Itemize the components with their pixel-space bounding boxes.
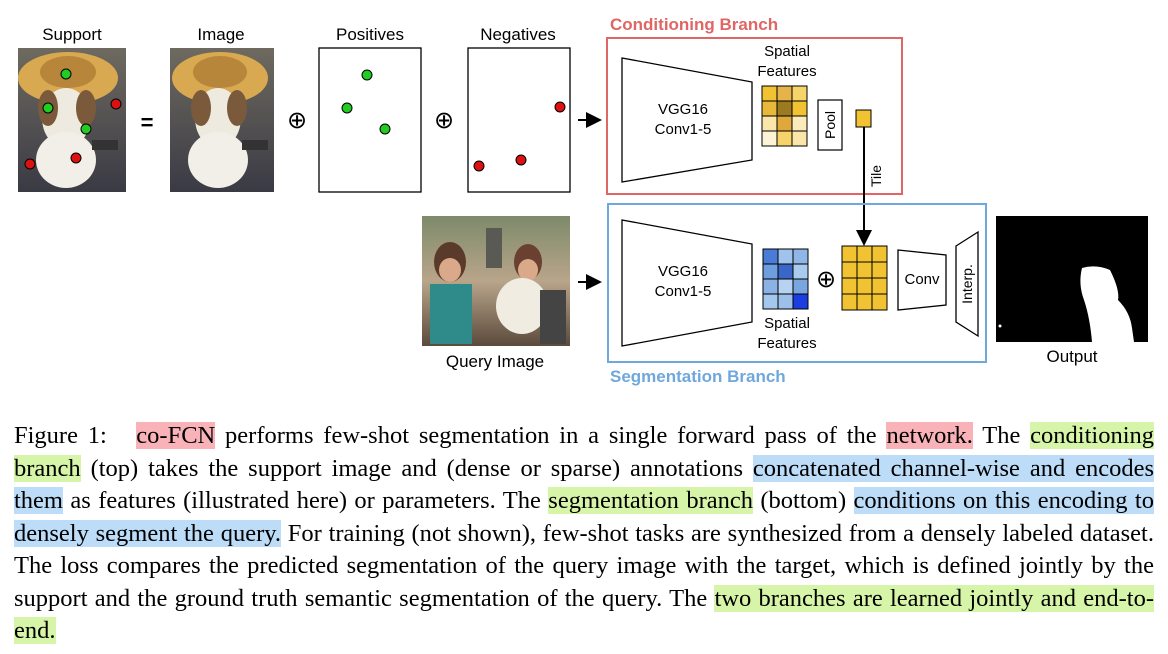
caption-text: performs few-shot segmentation in a sing… — [215, 422, 887, 449]
interp-block: Interp. — [955, 230, 979, 338]
svg-text:Conv1-5: Conv1-5 — [655, 283, 712, 300]
equals-sign: = — [141, 110, 154, 135]
segmentation-feature-grid — [762, 248, 809, 310]
support-image — [18, 48, 126, 192]
image-label: Image — [197, 25, 244, 44]
svg-text:Pool: Pool — [822, 111, 838, 139]
caption-highlight-cofcn: co-FCN — [136, 422, 216, 449]
figure-number: Figure 1: — [14, 422, 107, 449]
caption-text: (bottom) — [752, 487, 854, 514]
positives-label: Positives — [336, 25, 404, 44]
positives-map — [318, 47, 422, 193]
conditioning-branch-title: Conditioning Branch — [610, 15, 778, 34]
pool-layer: Pool — [817, 99, 843, 151]
svg-text:Conv: Conv — [904, 271, 940, 288]
support-label: Support — [42, 25, 102, 44]
output-mask — [996, 216, 1148, 342]
tile-label: Tile — [868, 165, 884, 187]
caption-highlight-network: network. — [886, 422, 973, 449]
caption-highlight-segmentation: segmentation branch — [548, 487, 753, 514]
svg-text:Interp.: Interp. — [959, 264, 975, 304]
caption-text: (top) takes the support image and (dense… — [80, 454, 753, 482]
segmentation-branch-title: Segmentation Branch — [610, 367, 786, 386]
query-image-label: Query Image — [446, 352, 544, 371]
tiled-feature-grid — [841, 245, 888, 311]
negatives-label: Negatives — [480, 25, 556, 44]
conditioning-vgg-block: VGG16 Conv1-5 — [621, 57, 753, 183]
segmentation-spatial-label: Spatial — [764, 315, 810, 332]
conditioning-spatial-label: Spatial — [764, 43, 810, 60]
concat-symbol-1: ⊕ — [287, 107, 307, 134]
svg-text:VGG16: VGG16 — [658, 101, 708, 118]
pooled-feature — [855, 109, 872, 128]
caption-text: For training (not shown), few-shot tasks… — [14, 519, 1154, 612]
concat-symbol-3: ⊕ — [816, 266, 836, 293]
figure-caption: Figure 1: co-FCN performs few-shot segme… — [14, 420, 1155, 648]
architecture-diagram: Support Image Positives Negatives = ⊕ — [18, 15, 1148, 386]
dog-image — [170, 48, 274, 192]
output-label: Output — [1046, 347, 1097, 366]
caption-text: as features (illustrated here) or parame… — [63, 487, 549, 514]
svg-text:VGG16: VGG16 — [658, 263, 708, 280]
concat-symbol-2: ⊕ — [434, 107, 454, 134]
caption-text: The — [972, 422, 1031, 449]
conditioning-feature-grid — [761, 85, 808, 147]
segmentation-vgg-block: VGG16 Conv1-5 — [621, 219, 753, 347]
conv-block: Conv — [897, 249, 947, 311]
segmentation-features-label: Features — [757, 335, 816, 352]
query-image — [422, 216, 570, 346]
negatives-map — [467, 47, 571, 193]
segmentation-branch-box — [607, 203, 987, 363]
conditioning-branch-box — [606, 37, 903, 195]
svg-text:Conv1-5: Conv1-5 — [655, 121, 712, 138]
conditioning-features-label: Features — [757, 63, 816, 80]
